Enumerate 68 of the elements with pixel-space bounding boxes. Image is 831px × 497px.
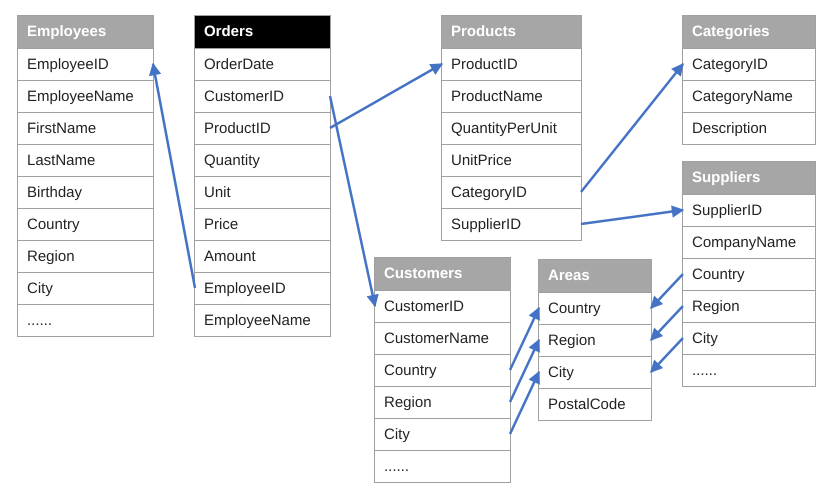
arrow <box>148 62 196 288</box>
field-row: City <box>539 356 651 388</box>
field-row: FirstName <box>18 112 153 144</box>
field-row: ...... <box>18 304 153 336</box>
field-row: City <box>683 322 815 354</box>
field-row: SupplierID <box>683 194 815 226</box>
table <box>538 259 652 421</box>
field-row: EmployeeName <box>18 80 153 112</box>
field-row: City <box>18 272 153 304</box>
field-row: Unit <box>195 176 330 208</box>
arrow <box>508 338 540 403</box>
field-row: OrderDate <box>195 48 330 80</box>
table <box>17 15 154 337</box>
table <box>682 161 816 387</box>
field-row: City <box>375 418 510 450</box>
field-row: ...... <box>683 354 815 386</box>
field-row: ...... <box>375 450 510 482</box>
field-row: CustomerID <box>375 290 510 322</box>
field-row: ProductID <box>442 48 581 80</box>
field-row: Birthday <box>18 176 153 208</box>
table <box>682 15 816 145</box>
arrow <box>580 63 684 193</box>
arrow <box>650 273 684 309</box>
table <box>194 15 331 337</box>
table-header: Areas <box>539 260 651 292</box>
field-row: QuantityPerUnit <box>442 112 581 144</box>
field-row: Price <box>195 208 330 240</box>
arrow <box>580 205 684 226</box>
field-row: CustomerID <box>195 80 330 112</box>
arrow <box>508 370 540 435</box>
field-row: CategoryID <box>442 176 581 208</box>
arrow <box>650 337 684 373</box>
field-row: CustomerName <box>375 322 510 354</box>
table-header: Employees <box>18 16 153 48</box>
field-row: UnitPrice <box>442 144 581 176</box>
field-row: Region <box>18 240 153 272</box>
arrow <box>328 96 379 308</box>
table-header: Categories <box>683 16 815 48</box>
field-row: Country <box>18 208 153 240</box>
field-row: Region <box>539 324 651 356</box>
field-row: Amount <box>195 240 330 272</box>
field-row: Region <box>683 290 815 322</box>
table-header: Suppliers <box>683 162 815 194</box>
arrow <box>508 306 540 371</box>
field-row: Country <box>539 292 651 324</box>
field-row: SupplierID <box>442 208 581 240</box>
field-row: CategoryName <box>683 80 815 112</box>
field-row: Country <box>683 258 815 290</box>
field-row: ProductName <box>442 80 581 112</box>
table <box>441 15 582 241</box>
field-row: Country <box>375 354 510 386</box>
field-row: LastName <box>18 144 153 176</box>
table-header: Customers <box>375 258 510 290</box>
arrow <box>329 62 444 130</box>
field-row: EmployeeID <box>18 48 153 80</box>
field-row: Description <box>683 112 815 144</box>
arrow <box>650 305 684 341</box>
field-row: Region <box>375 386 510 418</box>
field-row: CategoryID <box>683 48 815 80</box>
field-row: ProductID <box>195 112 330 144</box>
table <box>374 257 511 483</box>
field-row: Quantity <box>195 144 330 176</box>
table-header: Products <box>442 16 581 48</box>
field-row: EmployeeID <box>195 272 330 304</box>
field-row: PostalCode <box>539 388 651 420</box>
field-row: EmployeeName <box>195 304 330 336</box>
field-row: CompanyName <box>683 226 815 258</box>
table-header: Orders <box>195 16 330 48</box>
